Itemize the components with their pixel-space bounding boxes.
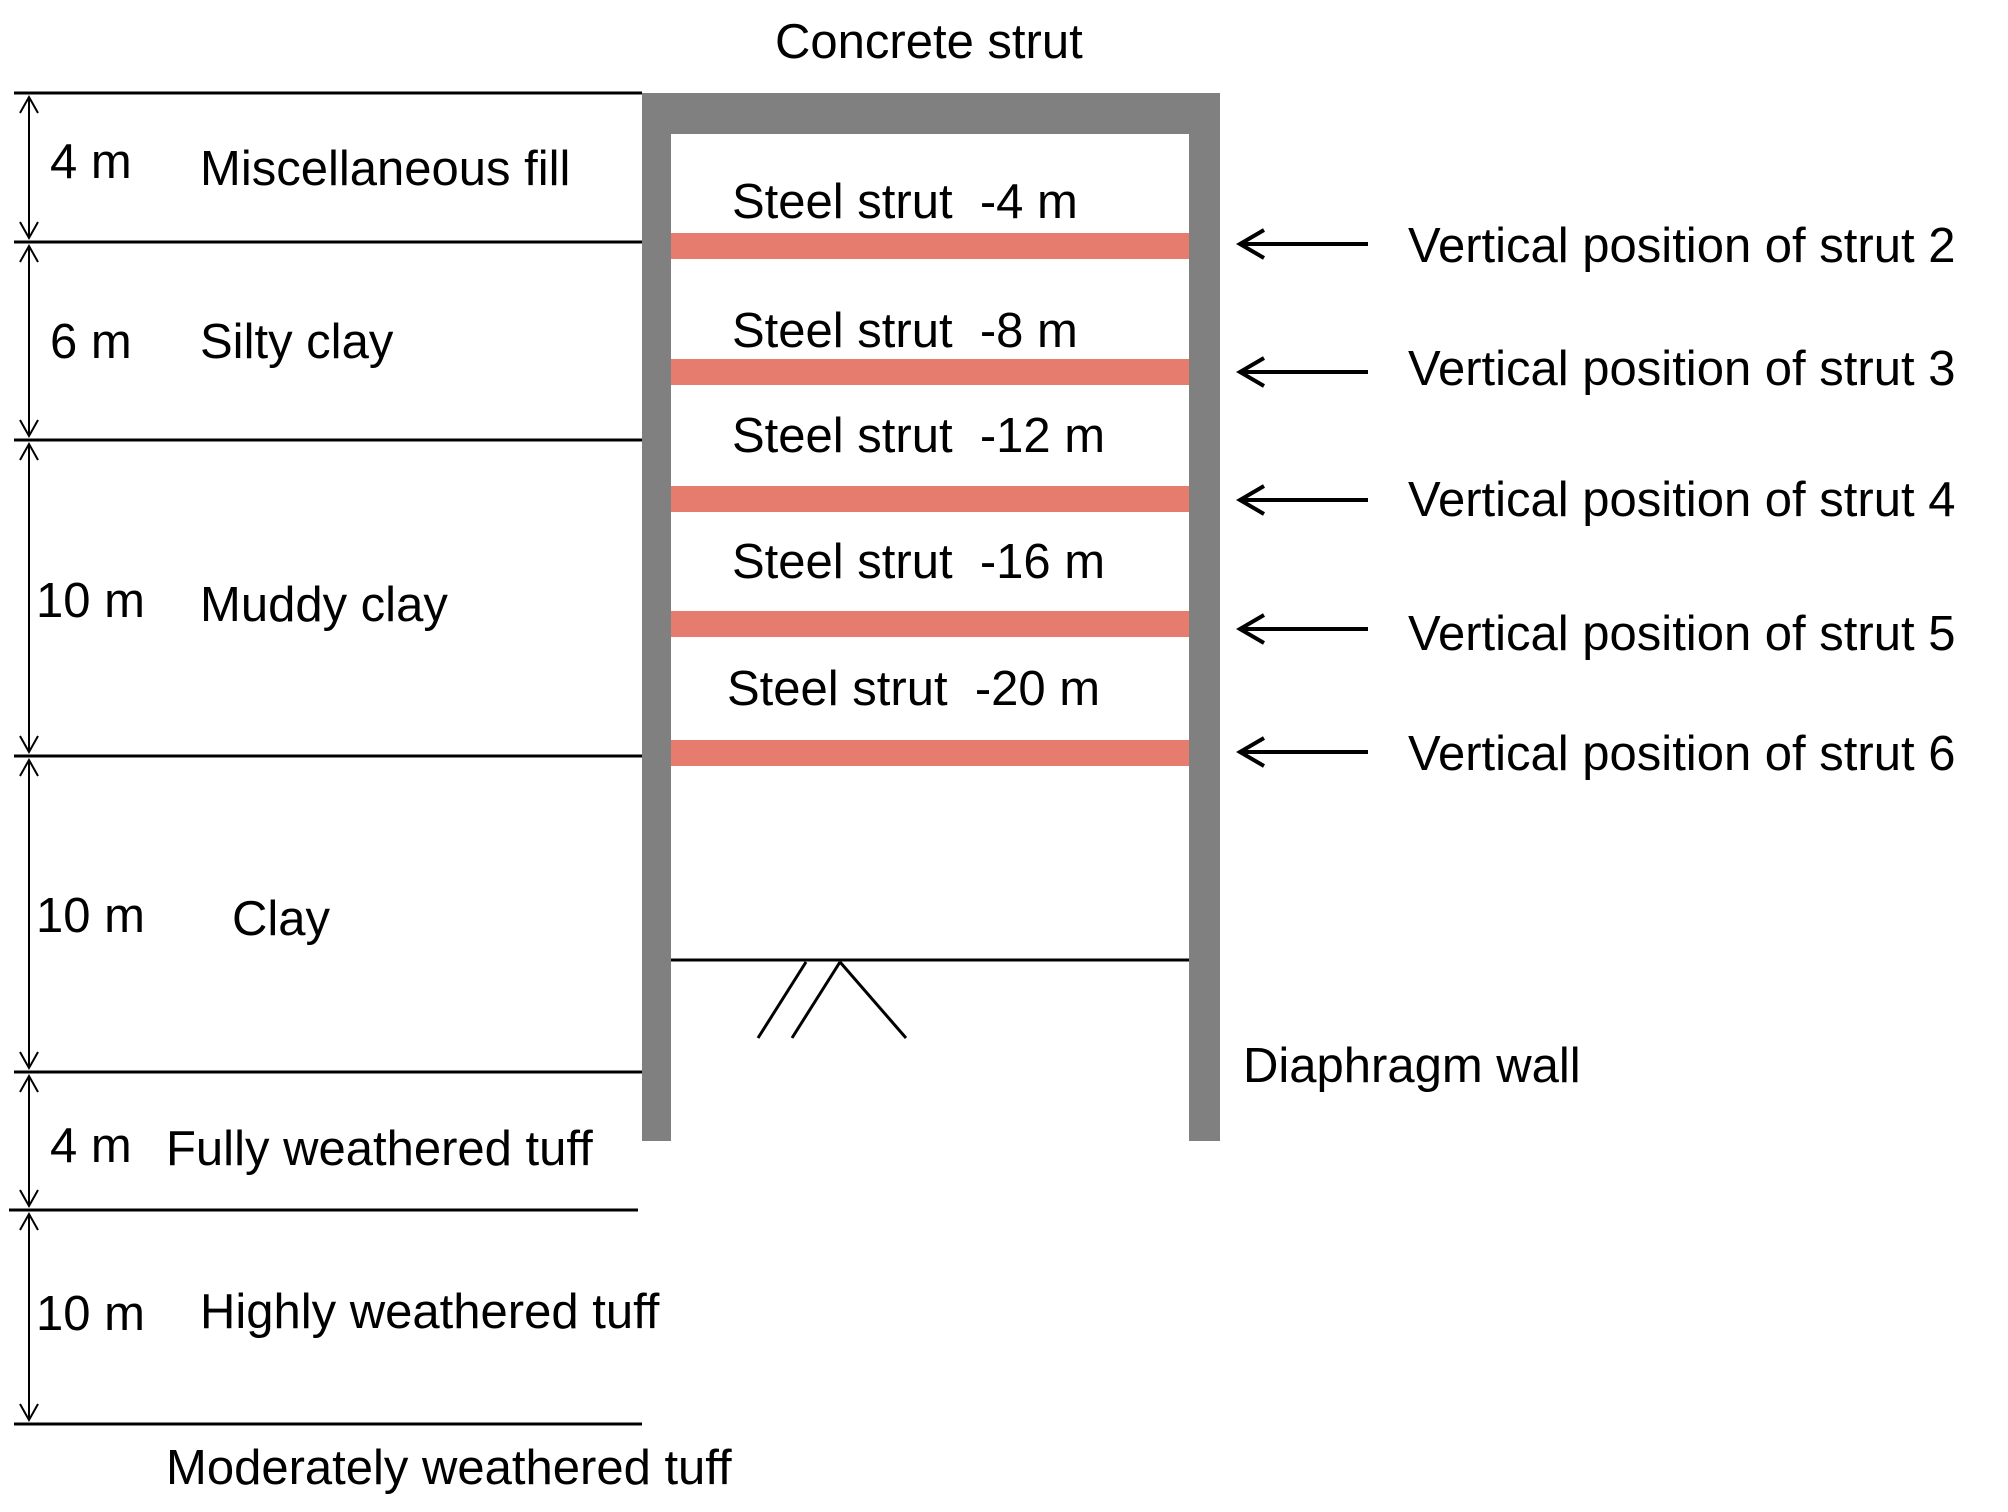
dimension-arrow <box>19 1211 39 1423</box>
arrow-left-icon <box>1236 228 1368 260</box>
position-arrows <box>1236 228 1368 768</box>
steel-strut-label: Steel strut -20 m <box>727 662 1100 716</box>
steel-struts <box>671 233 1189 766</box>
steel-strut-labels: Steel strut -4 m Steel strut -8 m Steel … <box>727 175 1105 716</box>
steel-strut <box>671 611 1189 637</box>
layer-thickness: 4 m <box>50 135 132 189</box>
steel-strut <box>671 740 1189 766</box>
strut-position-label: Vertical position of strut 3 <box>1408 342 1955 396</box>
strut-position-label: Vertical position of strut 5 <box>1408 607 1955 661</box>
arrow-left-icon <box>1236 736 1368 768</box>
steel-strut <box>671 233 1189 259</box>
dimension-arrows <box>19 94 39 1423</box>
diaphragm-wall-label: Diaphragm wall <box>1243 1039 1581 1093</box>
arrow-left-icon <box>1236 356 1368 388</box>
ground-hatch <box>756 961 808 1039</box>
layer-name: Clay <box>232 892 331 946</box>
dimension-arrow <box>19 441 39 755</box>
steel-strut-label: Steel strut -8 m <box>732 304 1078 358</box>
arrow-left-icon <box>1236 484 1368 516</box>
layer-thickness: 10 m <box>36 1287 145 1341</box>
bottom-layer-label: Moderately weathered tuff <box>166 1441 732 1495</box>
steel-strut-label: Steel strut -4 m <box>732 175 1078 229</box>
layer-name: Muddy clay <box>200 578 448 632</box>
layer-name: Silty clay <box>200 315 394 369</box>
dimension-arrow <box>19 1073 39 1209</box>
steel-strut <box>671 486 1189 512</box>
layer-thickness: 10 m <box>36 574 145 628</box>
strut-position-labels: Vertical position of strut 2 Vertical po… <box>1408 219 1955 781</box>
layer-thickness: 4 m <box>50 1119 132 1173</box>
strut-position-label: Vertical position of strut 4 <box>1408 473 1955 527</box>
excavation-base <box>671 958 1189 1039</box>
layer-labels: 4 m Miscellaneous fill 6 m Silty clay 10… <box>36 135 732 1495</box>
steel-strut-label: Steel strut -12 m <box>732 409 1105 463</box>
layer-thickness: 6 m <box>50 315 132 369</box>
concrete-strut <box>671 93 1189 134</box>
dimension-arrow <box>19 757 39 1071</box>
diaphragm-wall-left <box>642 93 671 1141</box>
diaphragm-wall-right <box>1189 93 1220 1141</box>
dimension-arrow <box>19 94 39 241</box>
steel-strut <box>671 359 1189 385</box>
layer-thickness: 10 m <box>36 889 145 943</box>
ground-hatch <box>790 961 842 1039</box>
dimension-arrow <box>19 243 39 439</box>
arrow-left-icon <box>1236 613 1368 645</box>
steel-strut-label: Steel strut -16 m <box>732 535 1105 589</box>
layer-name: Fully weathered tuff <box>166 1122 593 1176</box>
concrete-strut-label: Concrete strut <box>775 15 1083 69</box>
strut-position-label: Vertical position of strut 2 <box>1408 219 1955 273</box>
layer-name: Highly weathered tuff <box>200 1285 660 1339</box>
ground-hatch <box>838 961 908 1039</box>
strut-position-label: Vertical position of strut 6 <box>1408 727 1955 781</box>
layer-name: Miscellaneous fill <box>200 142 570 196</box>
soil-boundaries <box>9 91 642 1426</box>
